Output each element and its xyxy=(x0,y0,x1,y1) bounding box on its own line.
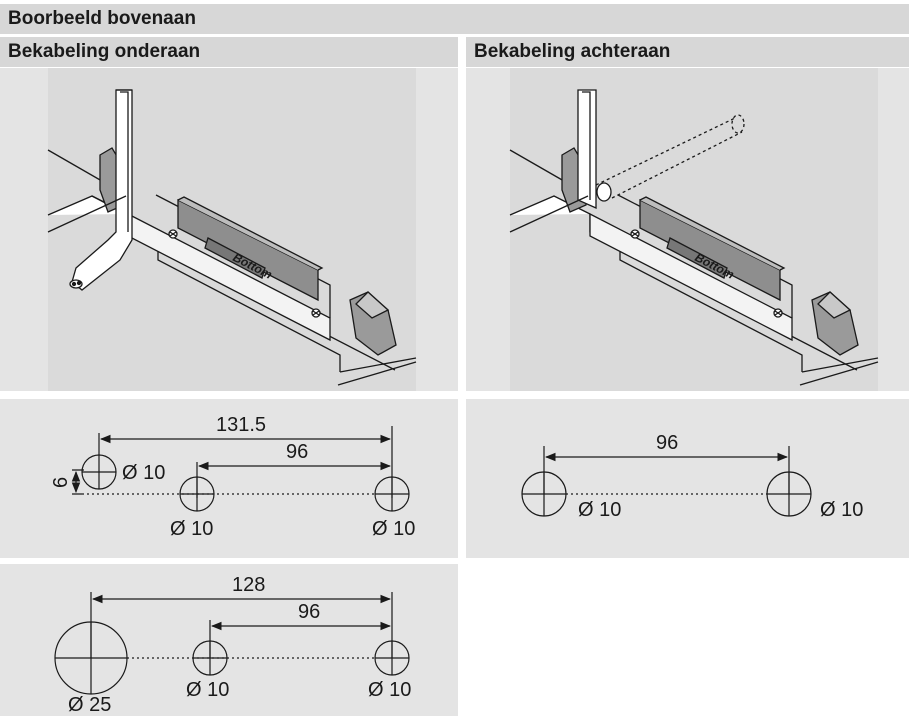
dim-spacing-96-left: 96 xyxy=(286,441,308,463)
dim-spacing-96-bottom: 96 xyxy=(298,601,320,623)
dim-offset-6: 6 xyxy=(50,477,72,488)
label-hole-right-left: Ø 10 xyxy=(372,518,415,540)
dim-spacing-96-right: 96 xyxy=(656,432,678,454)
drilling-diagram-bottom xyxy=(54,592,410,695)
label-hole-mid-bottom: Ø 10 xyxy=(186,679,229,701)
drilling-diagram-right xyxy=(521,446,812,517)
page-title: Boorbeeld bovenaan xyxy=(0,4,909,34)
illustration-bottom-cabling xyxy=(47,89,417,386)
diagram-panel-right xyxy=(466,399,909,558)
drilling-diagram-left xyxy=(71,426,410,512)
label-hole-right-right: Ø 10 xyxy=(820,499,863,521)
label-hole-large: Ø 25 xyxy=(68,694,111,716)
label-hole-right-bottom: Ø 10 xyxy=(368,679,411,701)
illustration-back-cabling xyxy=(509,89,879,386)
dim-overall-128: 128 xyxy=(232,574,265,596)
heading-bekabeling-achteraan: Bekabeling achteraan xyxy=(466,37,909,67)
dim-overall-131-5: 131.5 xyxy=(216,414,266,436)
label-hole-left-right: Ø 10 xyxy=(578,499,621,521)
label-hole-top-left: Ø 10 xyxy=(122,462,165,484)
label-hole-mid-left: Ø 10 xyxy=(170,518,213,540)
heading-bekabeling-onderaan: Bekabeling onderaan xyxy=(0,37,458,67)
